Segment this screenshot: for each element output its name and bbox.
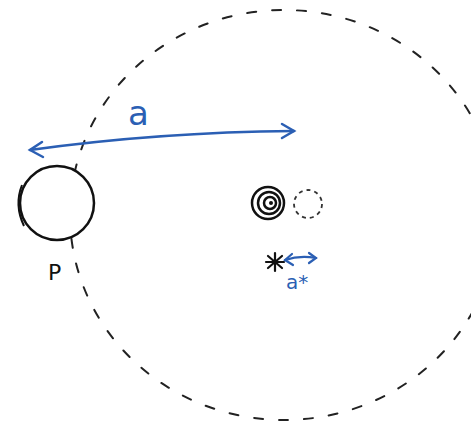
distance-label: a: [128, 96, 149, 130]
distance-arrow: [30, 124, 294, 157]
star-ring: [258, 192, 280, 214]
planet-shade: [18, 185, 24, 226]
star-ring: [264, 197, 276, 209]
orbit-circle: [70, 10, 471, 420]
offset-arrow: [285, 253, 316, 265]
planet-label: P: [48, 262, 61, 284]
offset-label: a*: [286, 272, 308, 292]
companion-circle: [294, 190, 322, 218]
star-circle: [252, 187, 284, 219]
planet-circle: [20, 166, 94, 240]
star-core: [269, 201, 273, 205]
barycentre-mark: [266, 253, 284, 271]
